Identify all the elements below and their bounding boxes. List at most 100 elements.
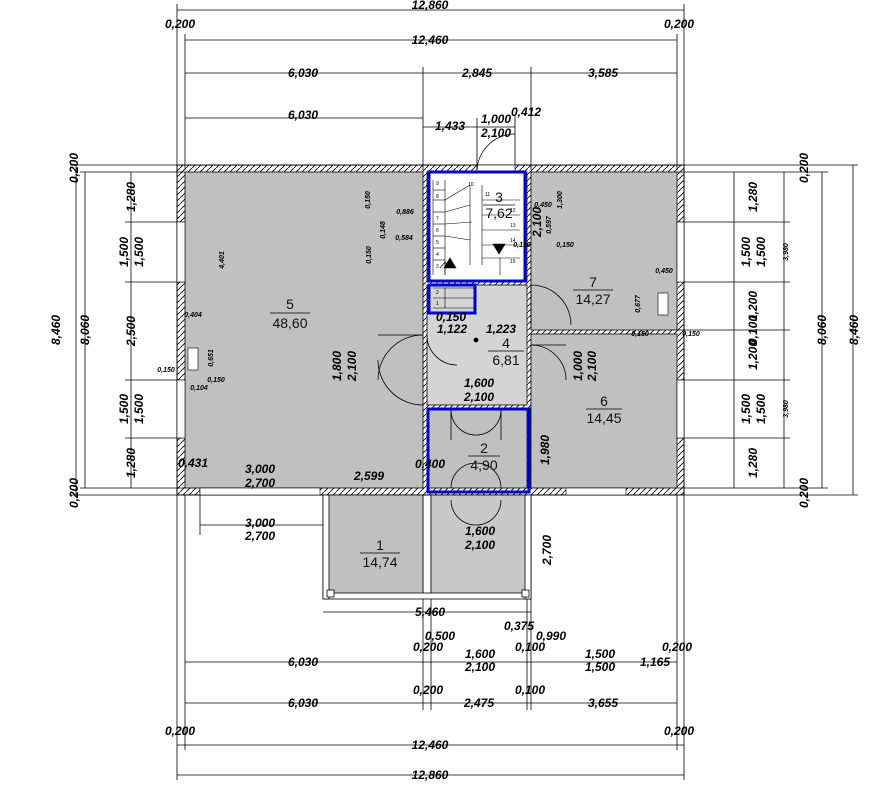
dim-label: 2,100 (345, 351, 359, 382)
dim-label-small: 0,150 (556, 242, 574, 249)
room-7-number: 7 (589, 274, 597, 290)
dim-label: 6,030 (288, 66, 318, 80)
dim-label-small: 0,150 (631, 331, 649, 338)
dim-label: 6,030 (288, 655, 318, 669)
dim-label-small: 0,886 (396, 209, 414, 216)
stair-number: 1 (436, 301, 439, 307)
dim-label: 0,200 (664, 724, 694, 738)
dim-label: 0,375 (504, 619, 534, 633)
interior-dimension-labels: 4,401 0,404 0,651 0,150 0,150 0,104 1,80… (157, 191, 700, 566)
dim-label: 2,700 (244, 476, 275, 490)
dim-label: 8,060 (78, 315, 92, 345)
dim-label: 12,460 (412, 33, 449, 47)
dim-label: 1,280 (124, 448, 138, 478)
stair-number: 15 (510, 259, 516, 265)
dim-label: 0,200 (67, 153, 81, 183)
dim-label: 0,200 (165, 17, 195, 31)
left-dimension-labels: 0,200 8,460 8,060 0,200 1,280 1,500 1,50… (49, 153, 146, 508)
dim-label: 1,500 (739, 394, 753, 424)
highlight-stairs (427, 170, 527, 283)
dim-label: 2,100 (463, 390, 494, 404)
room-5-floor (184, 171, 424, 489)
dim-label: 0,200 (413, 640, 443, 654)
dim-label-small: 0,404 (184, 312, 202, 319)
dim-label: 2,475 (463, 696, 494, 710)
dim-label: 1,600 (465, 647, 495, 661)
stair-number: 9 (436, 181, 439, 187)
dim-label: 2,100 (464, 538, 495, 552)
dim-label: 2,100 (464, 660, 495, 674)
top-dimension-lines (176, 4, 685, 170)
left-dimension-lines (70, 164, 185, 496)
dim-label: 0,200 (662, 640, 692, 654)
room-7-floor (530, 171, 678, 331)
dim-label: 2,500 (124, 316, 138, 347)
dim-label-small: 0,450 (534, 202, 552, 209)
room-1-floor (322, 494, 424, 598)
dim-label: 6,030 (288, 108, 318, 122)
stair-number: 11 (485, 192, 490, 198)
room-3-number: 3 (495, 189, 503, 205)
room-4-number: 4 (502, 335, 510, 351)
bottom-dimension-labels: 5,460 0,375 0,500 0,990 0,200 1,600 0,10… (165, 605, 694, 782)
dim-label-small: 0,150 (513, 242, 531, 249)
dim-label: 3,585 (588, 66, 618, 80)
highlight-room-2 (426, 407, 531, 494)
dim-label: 0,431 (178, 456, 208, 470)
dim-label: 1,280 (746, 182, 760, 212)
dim-label: 0,200 (67, 478, 81, 508)
room-3-area: 7,62 (485, 205, 512, 221)
dim-label-small: 3,980 (783, 400, 790, 418)
highlight-stair-landing (427, 283, 477, 315)
room-6-area: 14,45 (586, 410, 621, 426)
dim-label: 1,000 (571, 351, 585, 381)
room-5-area: 48,60 (272, 315, 307, 331)
room-7-area: 14,27 (575, 291, 610, 307)
dim-label: 1,600 (465, 524, 495, 538)
dim-label: 0,100 (515, 683, 545, 697)
porch-floor (430, 494, 532, 598)
room-labels: 5 48,60 3 7,62 7 14,27 4 6,81 6 14,45 2 … (270, 189, 622, 570)
dim-label: 3,000 (245, 516, 275, 530)
stair-number: 13 (510, 223, 516, 229)
room-2-area: 4,90 (470, 457, 497, 473)
dim-label: 3,655 (588, 696, 618, 710)
dim-label-small: 0,450 (655, 268, 673, 275)
room-7-label: 7 14,27 (573, 274, 613, 307)
dim-label-small: 0,584 (395, 235, 413, 242)
dim-label: 0,400 (415, 457, 445, 471)
dim-label: 1,165 (640, 655, 670, 669)
stair-number: 14 (510, 238, 516, 244)
dim-label: 0,412 (511, 105, 541, 119)
dim-label: 2,100 (480, 126, 511, 140)
dim-label-small: 0,150 (366, 246, 373, 264)
stair-number: 10 (468, 182, 474, 188)
right-dimension-labels: 0,200 8,460 8,060 0,200 1,280 1,500 1,50… (739, 153, 861, 508)
dim-label-small: 0,150 (365, 191, 372, 209)
dim-label: 1,800 (330, 351, 344, 381)
dim-label: 2,100 (530, 207, 544, 238)
dim-label: 3,000 (245, 462, 275, 476)
dim-label-small: 0,150 (682, 331, 700, 338)
room-2-floor (426, 409, 528, 489)
dim-label: 1,200 (746, 340, 760, 370)
room-6-label: 6 14,45 (586, 393, 622, 426)
dim-label: 8,060 (815, 315, 829, 345)
dim-label: 0,200 (797, 153, 811, 183)
dim-label: 1,280 (124, 182, 138, 212)
room-2-label: 2 4,90 (468, 440, 500, 473)
dim-label-small: 0,150 (157, 367, 175, 374)
room-5-label: 5 48,60 (270, 296, 310, 331)
right-dimension-lines (677, 164, 858, 496)
dim-label: 0,100 (746, 315, 760, 345)
dim-label: 0,200 (797, 478, 811, 508)
highlight-boxes (426, 170, 531, 494)
dim-label: 2,100 (585, 351, 599, 382)
dim-label-small: 4,401 (219, 251, 226, 270)
dim-label: 1,500 (117, 394, 131, 424)
dim-label: 8,460 (847, 315, 861, 345)
dim-label-small: 0,677 (635, 294, 642, 313)
stair-numbers: 1 2 3 4 5 6 7 8 9 10 11 12 13 14 15 (436, 181, 516, 307)
building-walls (176, 164, 685, 600)
dim-label: 0,500 (425, 629, 455, 643)
